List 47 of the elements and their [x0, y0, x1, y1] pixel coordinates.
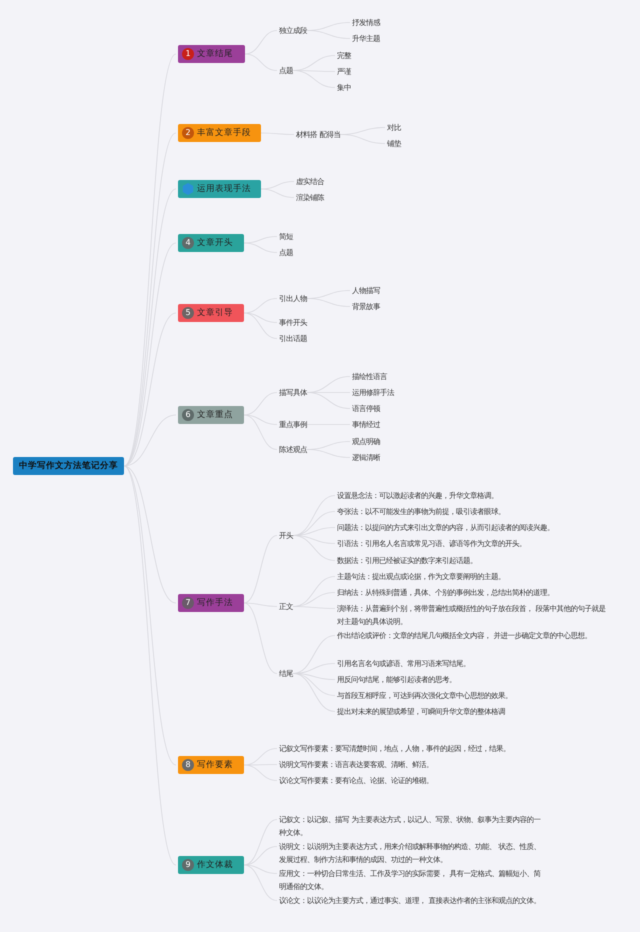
branch-line	[244, 535, 278, 604]
branch-line	[124, 414, 176, 466]
topic-label: 作文体裁	[197, 859, 233, 871]
number-badge: 4	[182, 237, 194, 249]
number-badge: 1	[182, 48, 194, 60]
branch-line	[124, 466, 176, 604]
branch-line	[244, 312, 278, 339]
branch-line	[244, 864, 278, 901]
branch-line	[306, 449, 350, 458]
topic-box	[178, 234, 244, 252]
branch-line	[244, 54, 278, 71]
branch-line	[306, 298, 350, 307]
topic-box	[178, 124, 261, 142]
topic-label: 写作要素	[197, 759, 233, 771]
branch-line	[244, 602, 278, 607]
branch-line	[124, 54, 176, 466]
root-box: 中学写作文方法笔记分享	[13, 457, 124, 475]
topic-box	[178, 594, 244, 612]
number-badge: 2	[182, 127, 194, 139]
branch-line	[244, 819, 278, 866]
topic-box	[178, 304, 244, 322]
topic-box	[178, 45, 245, 63]
topic-label: 文章开头	[197, 237, 233, 249]
branch-line	[244, 30, 278, 54]
branch-line	[244, 414, 278, 450]
topic-box	[178, 180, 261, 198]
branch-line	[244, 602, 278, 674]
number-badge: 8	[182, 759, 194, 771]
branch-line	[124, 466, 176, 866]
topic-label: 文章结尾	[197, 48, 233, 60]
number-badge: 6	[182, 409, 194, 421]
topic-box	[178, 756, 244, 774]
branch-line	[306, 30, 350, 39]
number-badge: 9	[182, 859, 194, 871]
branch-line	[244, 242, 278, 253]
topic-label: 丰富文章手段	[197, 127, 251, 139]
topic-label: 文章重点	[197, 409, 233, 421]
topic-label: 文章引导	[197, 307, 233, 319]
branch-line	[292, 673, 336, 712]
topic-label: 运用表现手法	[197, 183, 251, 195]
topic-label: 写作手法	[197, 597, 233, 609]
branch-line	[260, 188, 294, 198]
topic-box	[178, 406, 244, 424]
topic-box	[178, 856, 244, 874]
number-badge: 5	[182, 307, 194, 319]
branch-line	[340, 134, 386, 144]
number-badge: 7	[182, 597, 194, 609]
